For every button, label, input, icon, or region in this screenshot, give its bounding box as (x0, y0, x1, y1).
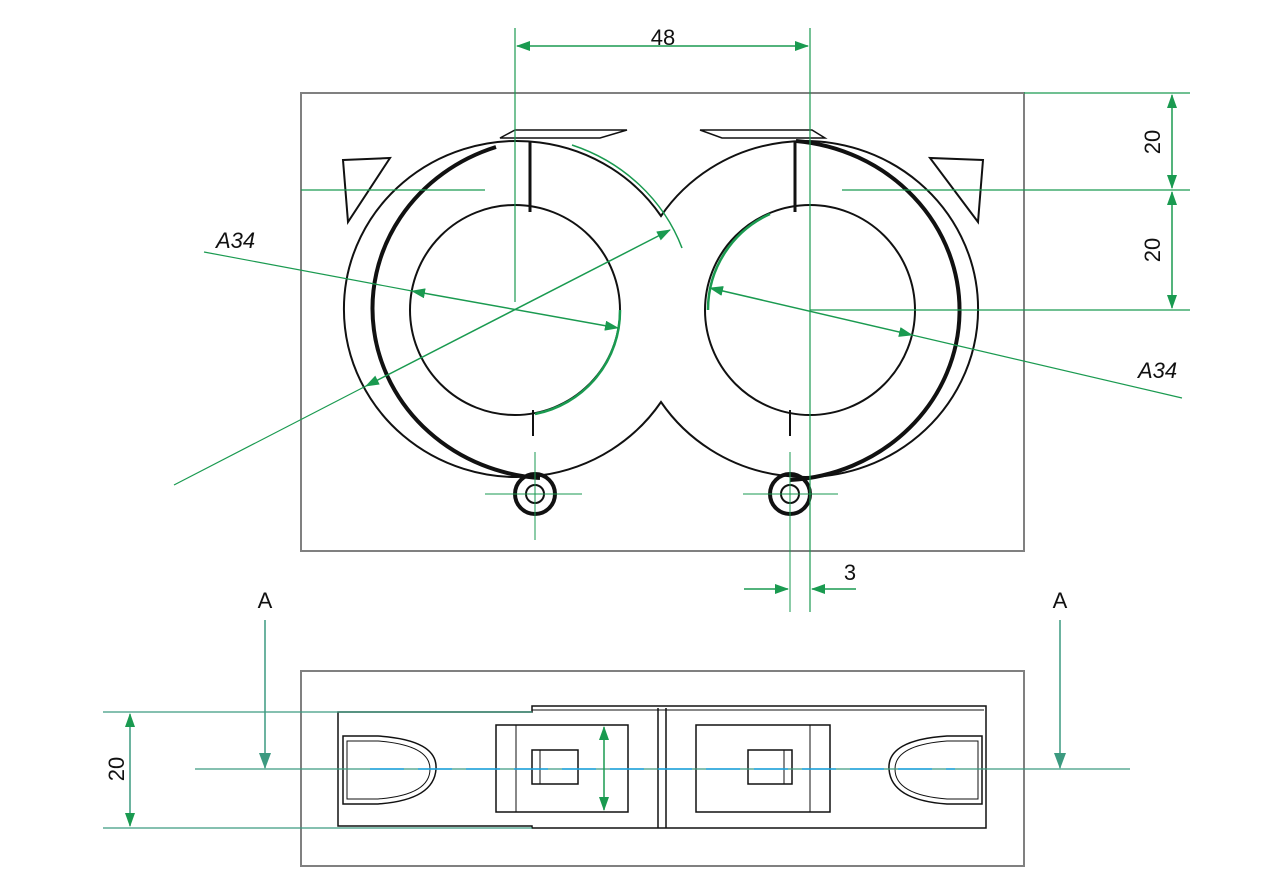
section-mark-right-label: A (1053, 588, 1068, 613)
dim-a34-right-line (709, 286, 913, 337)
left-bolt-hole (485, 452, 582, 540)
left-top-flange (499, 129, 628, 139)
dim-outer-diagonal-leader (173, 385, 367, 486)
dim-outer-diagonal-line (365, 229, 671, 387)
right-top-flange (699, 129, 828, 139)
side-right-knob (888, 735, 983, 805)
top-view: 48 20 20 A34 A34 3 (173, 25, 1190, 612)
side-left-bolt-box (531, 749, 579, 785)
body-outline (343, 140, 979, 478)
body-outline-thick-right (789, 139, 962, 482)
side-right-bolt-box (747, 749, 793, 785)
side-dim-20-label: 20 (104, 757, 129, 781)
section-marks: A A (258, 588, 1068, 769)
side-view: 20 (103, 670, 1130, 867)
dim-a34-left-label: A34 (214, 228, 255, 253)
dim-a34-right-label: A34 (1136, 358, 1177, 383)
dim-48-label: 48 (651, 25, 675, 50)
outer-dim-arc (571, 144, 683, 249)
dim-3-label: 3 (844, 560, 856, 585)
dim-20-upper-label: 20 (1140, 130, 1165, 154)
top-view-frame (300, 92, 1025, 552)
section-mark-left-label: A (258, 588, 273, 613)
dim-20-lower-label: 20 (1140, 238, 1165, 262)
dim-a34-right-leader (911, 334, 1183, 399)
side-left-knob (342, 735, 437, 805)
